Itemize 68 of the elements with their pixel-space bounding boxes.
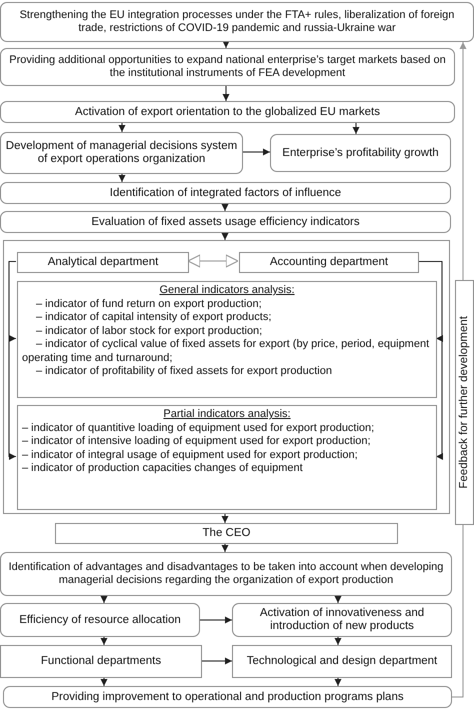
arrow (222, 232, 228, 240)
arrow (202, 658, 232, 664)
arrow (222, 204, 228, 212)
arrow (100, 596, 108, 604)
process-box (0, 2, 474, 42)
arrow (200, 616, 232, 624)
arrow (187, 254, 239, 268)
process-box (3, 686, 452, 708)
box-text: Functional departments (40, 655, 162, 668)
indicator-item: – indicator of labor stock for export production; (35, 324, 264, 338)
process-box (0, 48, 455, 86)
box-text: Identification of advantages and disadvantages to be taken into account when developing managerial decisions regarding the organization of export production (8, 561, 444, 587)
process-box (270, 134, 451, 172)
indicator-item: – indicator of fund return on export production; (35, 298, 263, 311)
process-box (0, 603, 200, 637)
process-box (0, 552, 452, 596)
arrow (334, 678, 342, 686)
indicator-item: – indicator of intensive loading of equipment used for export production; (22, 435, 372, 448)
process-box (0, 211, 451, 233)
arrow (222, 41, 230, 48)
process-box (232, 603, 452, 637)
process-box (55, 523, 398, 544)
indicator-item: – indicator of cyclical value of fixed assets for export (by price, period, equipment operating time and turnaround; (22, 338, 430, 365)
group-frame (3, 240, 450, 514)
arrow (242, 148, 270, 156)
arrow (222, 544, 228, 552)
box-text: Providing improvement to operational and production programs plans (51, 690, 404, 704)
box-text: Activation of innovativeness and introduction of new products (258, 607, 426, 633)
process-box (0, 182, 451, 204)
indicator-item: – indicator of capital intensity of export products; (35, 311, 272, 324)
arrow (100, 636, 108, 646)
arrow (334, 596, 342, 604)
process-box (17, 405, 437, 510)
process-box (0, 132, 243, 174)
box-text: Providing additional opportunities to expand national enterprise’s target markets based on the institutional instruments of FEA development (8, 54, 447, 80)
box-text: Activation of export orientation to the globalized EU markets (75, 106, 380, 118)
process-box (232, 645, 452, 678)
arrow (118, 174, 126, 182)
arrow (460, 42, 466, 280)
section-heading: General indicators analysis: (158, 284, 296, 298)
feedback-box (455, 280, 474, 525)
box-text: Strengthening the EU integration processes under the FTA+ rules, liberalization of foreign trade, restrictions of COVID-19 pandemic and russia-Ukraine war (18, 9, 456, 35)
process-box (0, 645, 202, 678)
box-text: Accounting department (270, 256, 388, 269)
box-text: Development of managerial decisions system of export operations organization (5, 140, 238, 166)
arrow (334, 636, 342, 646)
box-text: Evaluation of fixed assets usage efficiency indicators (91, 216, 360, 228)
box-text: Identification of integrated factors of influence (110, 186, 342, 200)
box-text: Technological and design department (246, 655, 438, 668)
arrow (118, 122, 126, 132)
arrow (222, 514, 228, 524)
arrow (352, 122, 360, 134)
arrow (222, 86, 230, 102)
process-box (17, 252, 189, 273)
indicator-item: – indicator of production capacities changes of equipment (22, 462, 304, 476)
arrow (100, 678, 108, 686)
box-text: Analytical department (48, 256, 158, 269)
box-text: The CEO (202, 527, 250, 540)
box-text: Efficiency of resource allocation (19, 614, 181, 626)
box-text: Feedback for further development (458, 316, 471, 489)
process-box (17, 281, 437, 398)
indicator-item: – indicator of quantitive loading of equipment used for export production; (22, 422, 376, 435)
process-box (239, 252, 419, 273)
box-text: Enterprise’s profitability growth (282, 146, 439, 160)
indicator-item: – indicator of integral usage of equipment used for export production; (22, 448, 359, 462)
indicator-item: – indicator of profitability of fixed assets for export production (35, 365, 333, 378)
process-box (0, 101, 455, 123)
section-heading: Partial indicators analysis: (162, 408, 292, 422)
